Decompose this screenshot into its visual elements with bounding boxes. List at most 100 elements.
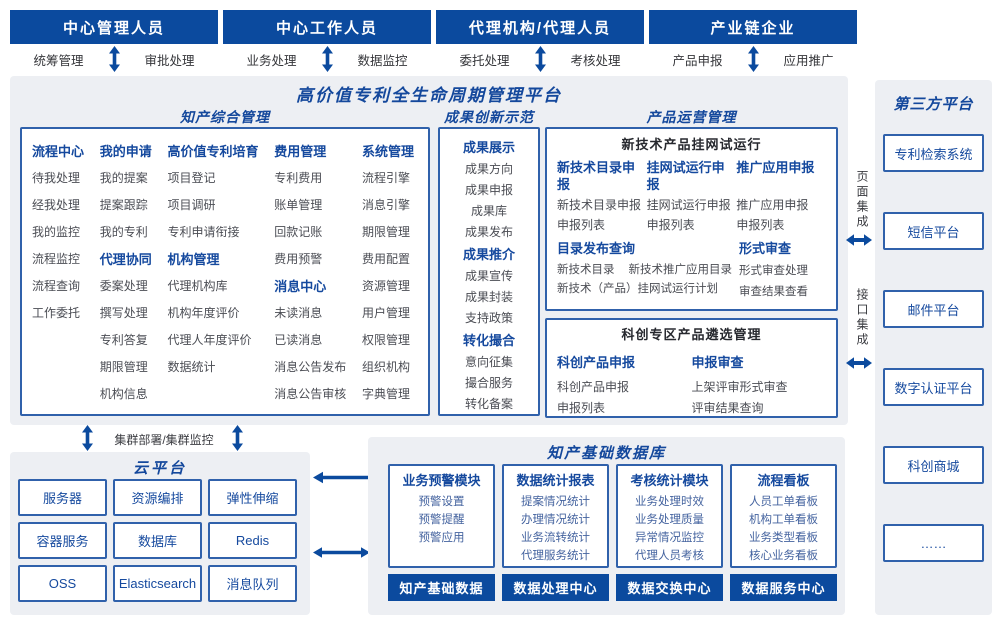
feature-item: 待我处理	[32, 171, 81, 185]
feature-list: 流程引擎消息引擎期限管理费用配置资源管理用户管理权限管理组织机构字典管理	[362, 165, 414, 408]
database-module-item: 人员工单看板	[749, 496, 818, 508]
feature-group: 我的申请 我的提案提案跟踪我的专利	[100, 138, 152, 246]
role-group: 中心管理人员 统筹管理 审批处理	[10, 10, 218, 74]
database-module-box: 考核统计模块 业务处理时效业务处理质量异常情况监控代理人员考核	[616, 464, 723, 568]
ip-management-box: 流程中心 待我处理经我处理我的监控流程监控流程查询工作委托 我的申请	[20, 127, 430, 416]
feature-item: 经我处理	[32, 198, 81, 212]
role-header: 中心管理人员	[10, 10, 218, 44]
role-function-left: 产品申报	[672, 53, 723, 68]
new-tech-lower-row: 目录发布查询 新技术目录新技术推广应用目录新技术（产品）挂网试运行计划 形式审查…	[557, 237, 826, 303]
feature-item: 委案处理	[99, 279, 148, 293]
platform-panel: 高价值专利全生命周期管理平台 知产综合管理 成果创新示范 产品运营管理 流程中心…	[10, 76, 848, 425]
new-tech-trial-title: 新技术产品挂网试运行	[621, 137, 762, 152]
ip-column: 高价值专利培育 项目登记项目调研专利申请衔接 机构管理 代理机构库机构年度评价代…	[167, 138, 258, 414]
feature-item: 我的监控	[32, 225, 81, 239]
data-center-bar: 知产基础数据	[388, 574, 495, 601]
horizontal-double-arrow-icon	[313, 546, 370, 559]
vertical-double-arrow-icon	[81, 425, 94, 451]
feature-list: 成果宣传成果封装支持政策	[440, 266, 538, 329]
cloud-service-box: 消息队列	[208, 565, 297, 602]
role-header: 中心工作人员	[223, 10, 431, 44]
feature-item: 申报列表	[736, 218, 785, 232]
data-center-bar: 数据服务中心	[730, 574, 837, 601]
feature-group: 高价值专利培育 项目登记项目调研专利申请衔接	[167, 138, 258, 246]
feature-list: 委案处理撰写处理专利答复期限管理机构信息	[100, 273, 152, 408]
feature-group: 申报审查 上架评审形式审查评审结果查询	[692, 348, 827, 419]
feature-item: 成果封装	[464, 290, 513, 304]
role-function-right: 数据监控	[357, 53, 408, 68]
cloud-platform-title: 云平台	[132, 460, 187, 477]
feature-group-heading: 目录发布查询	[557, 241, 636, 256]
role-function-left: 统筹管理	[33, 53, 84, 68]
feature-item: 专利费用	[274, 171, 323, 185]
third-party-system-box: 科创商城	[883, 446, 984, 484]
api-integration-label: 接口集成	[855, 288, 869, 348]
database-module-item: 代理服务统计	[521, 550, 590, 562]
feature-group-heading: 科创产品申报	[557, 355, 636, 370]
database-module-item: 办理情况统计	[521, 514, 590, 526]
third-party-system-box: 短信平台	[883, 212, 984, 250]
feature-group-heading: 新技术目录申报	[557, 160, 636, 192]
feature-list: 我的提案提案跟踪我的专利	[100, 165, 152, 246]
feature-item: 费用预警	[274, 252, 323, 266]
feature-list: 未读消息已读消息消息公告发布消息公告审核	[274, 300, 346, 408]
database-module-box: 数据统计报表 提案情况统计办理情况统计业务流转统计代理服务统计	[502, 464, 609, 568]
feature-list: 新技术目录申报申报列表	[557, 195, 647, 235]
feature-list: 上架评审形式审查评审结果查询	[692, 377, 827, 419]
feature-group: 成果展示 成果方向成果申报成果库成果发布	[440, 136, 538, 243]
catalog-query-group: 目录发布查询 新技术目录新技术推广应用目录新技术（产品）挂网试运行计划	[557, 237, 739, 303]
third-party-system-box: 专利检索系统	[883, 134, 984, 172]
feature-list: 代理机构库机构年度评价代理人年度评价数据统计	[167, 273, 258, 381]
feature-item: 支持政策	[464, 311, 513, 325]
feature-group: 系统管理 流程引擎消息引擎期限管理费用配置资源管理用户管理权限管理组织机构字典管…	[362, 138, 414, 408]
database-module-items: 业务处理时效业务处理质量异常情况监控代理人员考核	[618, 493, 721, 565]
feature-group: 新技术目录申报 新技术目录申报申报列表	[557, 156, 647, 235]
role-function-right: 审批处理	[144, 53, 195, 68]
feature-group-heading: 形式审查	[739, 241, 792, 256]
feature-group: 推广应用申报 推广应用申报申报列表	[736, 156, 826, 235]
third-party-list: 专利检索系统短信平台邮件平台数字认证平台科创商城……	[883, 134, 984, 602]
horizontal-double-arrow-icon	[846, 356, 872, 370]
feature-list: 挂网试运行申报申报列表	[647, 195, 737, 235]
platform-title: 高价值专利全生命周期管理平台	[296, 86, 562, 105]
feature-item: 回款记账	[274, 225, 323, 239]
vertical-double-arrow-icon	[231, 425, 244, 451]
feature-group: 费用管理 专利费用账单管理回款记账费用预警	[274, 138, 346, 273]
feature-item: 期限管理	[361, 225, 410, 239]
page-integration-label: 页面集成	[855, 170, 869, 230]
feature-group: 消息中心 未读消息已读消息消息公告发布消息公告审核	[274, 273, 346, 408]
cluster-deploy-monitor-label: 集群部署/集群监控	[114, 433, 214, 447]
section-title-product-ops: 产品运营管理	[646, 109, 737, 125]
role-functions: 业务处理 数据监控	[223, 44, 431, 74]
cloud-service-box: 弹性伸缩	[208, 479, 297, 516]
third-party-system-box: 邮件平台	[883, 290, 984, 328]
feature-group-heading: 系统管理	[361, 144, 414, 159]
role-header: 代理机构/代理人员	[436, 10, 644, 44]
feature-item: 未读消息	[274, 306, 323, 320]
feature-item: 机构信息	[99, 387, 148, 401]
role-function-left: 委托处理	[459, 53, 510, 68]
feature-group-heading: 申报审查	[691, 355, 744, 370]
innovation-box: 成果展示 成果方向成果申报成果库成果发布 成果推介 成果宣传成果封装支持政策 转…	[438, 127, 540, 416]
feature-item: 审查结果查看	[739, 286, 808, 298]
feature-item: 我的专利	[99, 225, 148, 239]
feature-item: 推广应用申报	[736, 198, 809, 212]
feature-group-heading: 机构管理	[167, 252, 220, 267]
database-modules-row: 业务预警模块 预警设置预警提醒预警应用 数据统计报表 提案情况统计办理情况统计业…	[388, 464, 837, 568]
database-module-items: 提案情况统计办理情况统计业务流转统计代理服务统计	[504, 493, 607, 565]
role-function-right: 应用推广	[783, 53, 834, 68]
database-module-item: 异常情况监控	[635, 532, 704, 544]
feature-item: 意向征集	[464, 355, 513, 369]
feature-item: 权限管理	[361, 333, 410, 347]
feature-item: 消息公告审核	[274, 387, 347, 401]
feature-list: 形式审查处理审查结果查看	[739, 261, 826, 303]
feature-group-heading: 流程中心	[32, 144, 85, 159]
feature-group-heading: 我的申请	[99, 144, 152, 159]
feature-group-heading: 挂网试运行申报	[646, 160, 725, 192]
role-groups-row: 中心管理人员 统筹管理 审批处理 中心工作人员 业务处理 数据监控 代理机构/代…	[10, 10, 857, 74]
database-module-item: 预警应用	[418, 532, 465, 544]
section-title-ip-management: 知产综合管理	[180, 109, 270, 125]
feature-group: 机构管理 代理机构库机构年度评价代理人年度评价数据统计	[167, 246, 258, 381]
database-module-item: 核心业务看板	[749, 550, 818, 562]
feature-group-heading: 费用管理	[274, 144, 327, 159]
